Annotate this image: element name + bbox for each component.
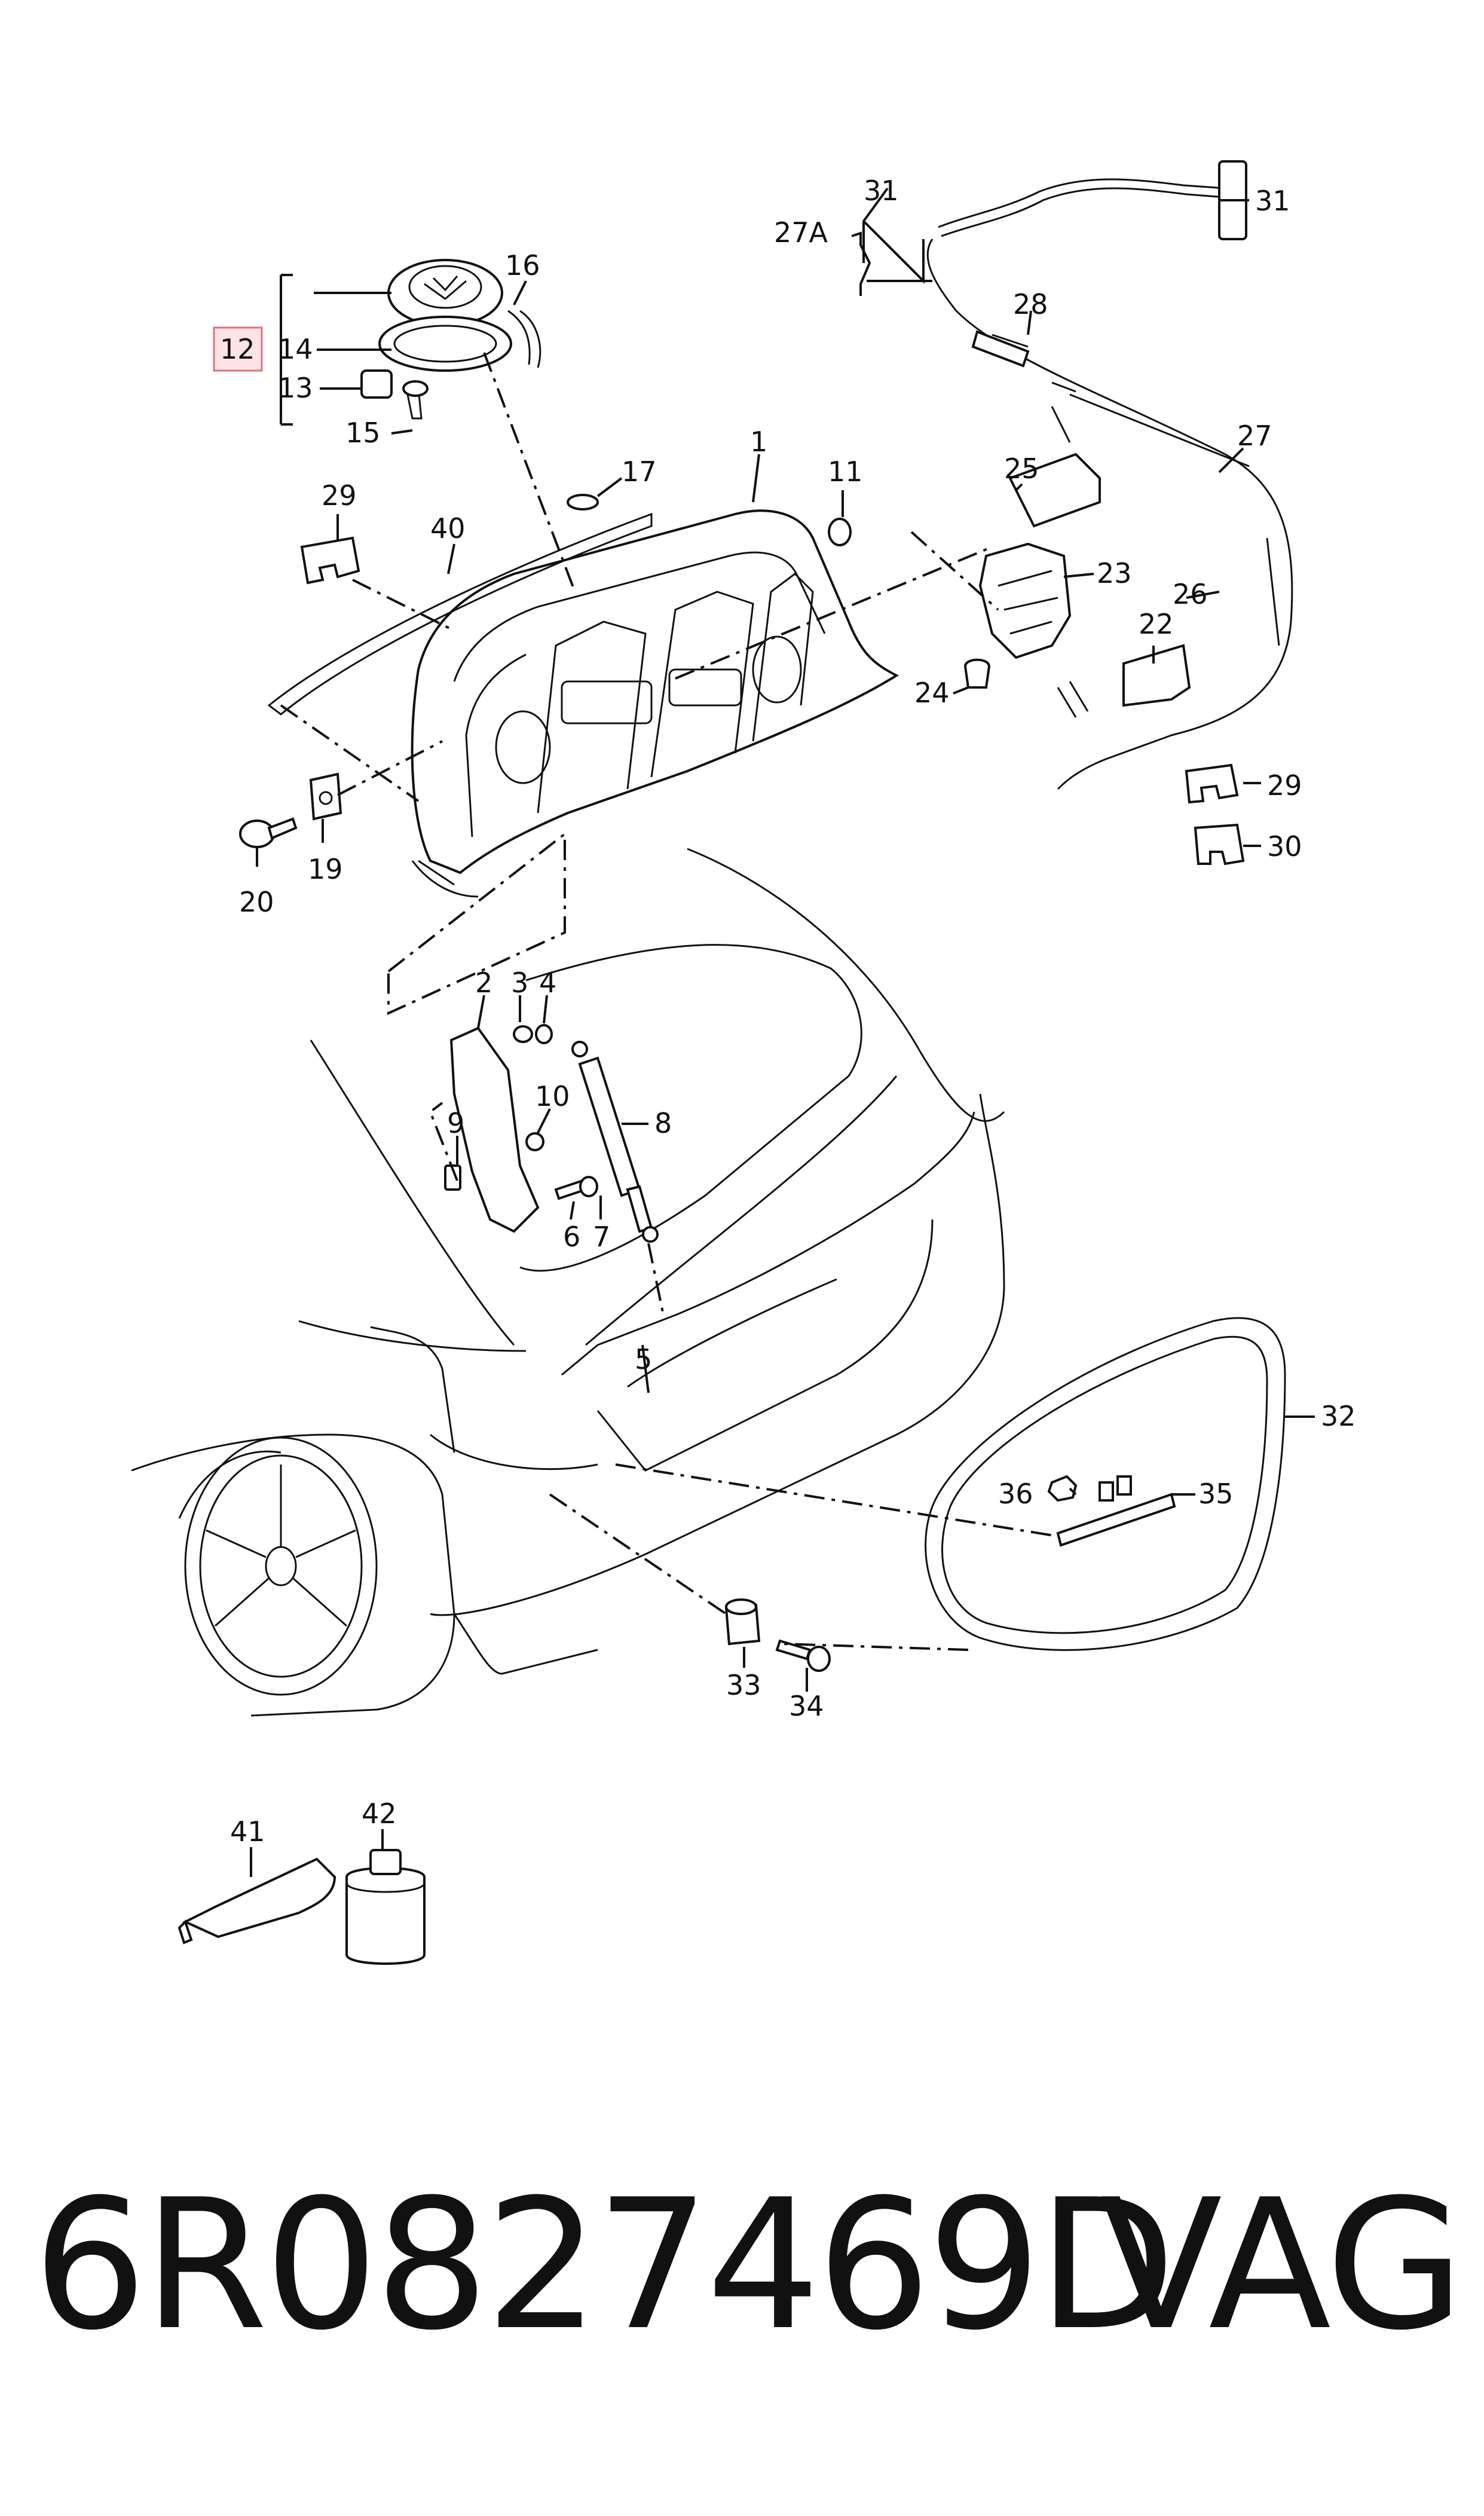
- callout-42: 42: [362, 1797, 397, 1830]
- bolt-20-drawing: [239, 817, 298, 848]
- callout-8: 8: [654, 1107, 672, 1139]
- callout-40: 40: [430, 512, 466, 545]
- lettering-35-drawing: [1056, 1475, 1176, 1547]
- callout-28: 28: [1013, 288, 1048, 320]
- nut-36-drawing: [1047, 1475, 1078, 1502]
- callout-14: 14: [278, 333, 313, 365]
- part-number: 6R0827469D: [33, 2161, 1176, 2370]
- callout-31-right: 31: [1255, 185, 1290, 217]
- callout-2: 2: [475, 967, 492, 999]
- bracket-19-drawing: [309, 772, 342, 821]
- emblem-assembly-drawing: [360, 259, 541, 420]
- lock-actuator-drawing: [963, 453, 1191, 718]
- clip-29-top-drawing: [300, 536, 360, 585]
- clip-30-drawing: [1194, 823, 1245, 866]
- seal-strip-drawing: [267, 512, 653, 716]
- bolt-34-drawing: [775, 1639, 831, 1672]
- callout-11: 11: [828, 455, 863, 488]
- callout-6: 6: [563, 1221, 580, 1253]
- callout-17: 17: [622, 455, 657, 488]
- callout-35: 35: [1198, 1478, 1234, 1510]
- trunk-lid-drawing: [411, 509, 899, 898]
- callout-24: 24: [914, 677, 950, 709]
- callout-19: 19: [308, 853, 343, 885]
- callout-32: 32: [1321, 1400, 1356, 1432]
- clip-29-right-drawing: [1185, 763, 1239, 804]
- grommet-11-drawing: [828, 518, 852, 546]
- callout-12: 12: [220, 333, 255, 365]
- callout-labels: 12 14 13 15 16 17 1 11 29 40 19 20 31 27…: [213, 175, 1356, 1848]
- callout-36: 36: [998, 1478, 1033, 1510]
- callout-23: 23: [1097, 557, 1132, 589]
- callout-15: 15: [345, 417, 381, 449]
- callout-1: 1: [750, 426, 767, 458]
- buffer-33-drawing: [724, 1598, 761, 1646]
- callout-34: 34: [789, 1690, 824, 1722]
- tube-41-drawing: [178, 1857, 336, 1945]
- callout-29-top: 29: [322, 479, 357, 512]
- callout-33: 33: [726, 1669, 761, 1701]
- callout-16: 16: [505, 249, 540, 282]
- callout-3: 3: [511, 967, 528, 999]
- bottle-42-drawing: [345, 1849, 426, 1965]
- leader-lines: [250, 187, 1315, 1877]
- callout-7: 7: [593, 1221, 610, 1253]
- car-body-drawing: [131, 848, 1005, 1717]
- callout-41: 41: [230, 1815, 265, 1848]
- brand-name: VAG: [1100, 2161, 1464, 2370]
- callout-30: 30: [1267, 830, 1302, 863]
- callout-5: 5: [635, 1343, 652, 1375]
- callout-31-top: 31: [864, 175, 899, 207]
- callout-10: 10: [535, 1080, 570, 1112]
- callout-26: 26: [1173, 578, 1208, 610]
- seal-32-drawing: [925, 1317, 1286, 1651]
- callout-20: 20: [239, 886, 274, 918]
- callout-29-right: 29: [1267, 769, 1302, 802]
- callout-27: 27: [1237, 420, 1272, 452]
- callout-25: 25: [1004, 453, 1039, 485]
- gas-strut-drawing: [571, 1041, 659, 1243]
- callout-22: 22: [1139, 608, 1174, 640]
- callout-27a: 27A: [774, 216, 828, 249]
- dashed-leaders: [280, 352, 1058, 1651]
- hinge-drawing: [444, 1024, 598, 1233]
- callout-4: 4: [539, 967, 556, 999]
- callout-12-highlight: [213, 326, 263, 372]
- grommet-17-drawing: [567, 494, 599, 510]
- release-cable-drawing: [926, 160, 1293, 790]
- callout-9: 9: [447, 1107, 464, 1139]
- callout-13: 13: [278, 372, 313, 404]
